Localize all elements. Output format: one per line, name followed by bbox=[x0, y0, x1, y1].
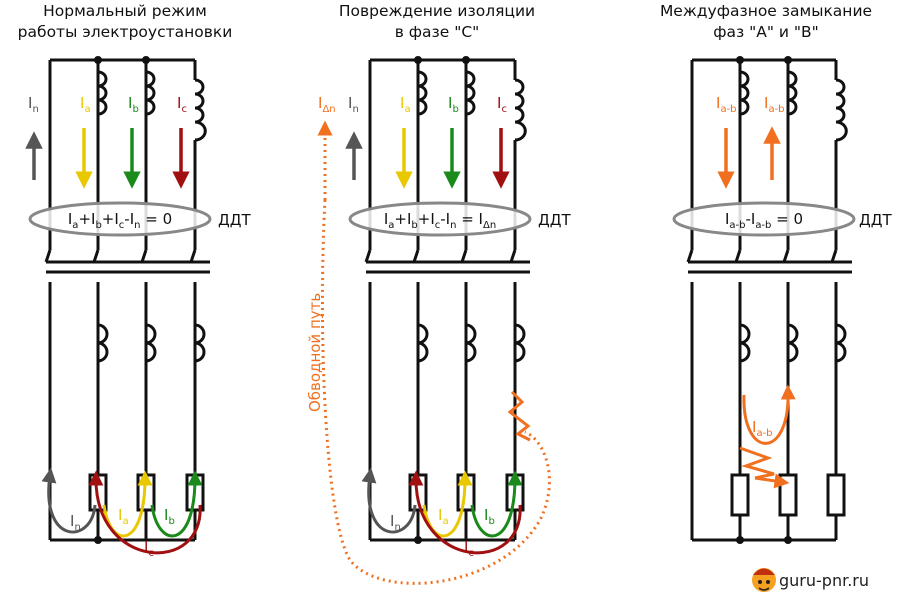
loop-ic bbox=[408, 470, 522, 555]
coil-icon bbox=[97, 70, 207, 363]
loop-ib bbox=[470, 470, 523, 538]
rcd-equation: Ia+Ib+Ic-In = 0 bbox=[68, 210, 172, 231]
junction-dot bbox=[784, 536, 792, 544]
fault-lightning-icon bbox=[739, 446, 775, 480]
load-resistor-icon bbox=[730, 473, 846, 517]
label-ic: Ic bbox=[177, 94, 187, 115]
panel-title-line1: Междуфазное замыкание bbox=[660, 2, 872, 20]
loop-label-in: In bbox=[390, 512, 401, 533]
junction-dot bbox=[784, 56, 792, 64]
loop-ic bbox=[88, 470, 202, 555]
panel-title-line1: Нормальный режим bbox=[43, 2, 207, 20]
label-iab-1: Ia-b bbox=[716, 94, 737, 115]
junction-dot bbox=[736, 536, 744, 544]
wiring bbox=[686, 58, 852, 542]
rcd-equation: Ia+Ib+Ic-In = IΔn bbox=[384, 210, 496, 231]
coil-icon bbox=[417, 70, 527, 363]
loop-ia bbox=[102, 470, 153, 538]
loop-ia bbox=[422, 470, 473, 538]
watermark-text: guru-pnr.ru bbox=[779, 571, 869, 590]
fault-lightning-icon bbox=[507, 390, 531, 442]
loop-label-ia: Ia bbox=[118, 506, 129, 527]
watermark: guru-pnr.ru bbox=[752, 568, 869, 592]
wiring bbox=[364, 58, 530, 542]
label-in: In bbox=[28, 94, 39, 115]
label-ib: Ib bbox=[128, 94, 139, 115]
junction-dot bbox=[94, 536, 102, 544]
rcd-equation: Ia-b-Ia-b = 0 bbox=[725, 210, 803, 231]
loop-label-ic: Ic bbox=[144, 538, 154, 559]
label-iab-2: Ia-b bbox=[764, 94, 785, 115]
loop-label-ib: Ib bbox=[484, 506, 495, 527]
label-ic: Ic bbox=[497, 94, 507, 115]
rcd-toroid-icon bbox=[348, 201, 532, 237]
rcd-label: ДДТ bbox=[538, 211, 571, 229]
panel-insulation-fault: Повреждение изоляции в фазе "С" bbox=[306, 2, 571, 585]
rcd-label: ДДТ bbox=[218, 211, 251, 229]
loop-label-ia: Ia bbox=[438, 506, 449, 527]
junction-dot bbox=[414, 536, 422, 544]
loop-iab bbox=[742, 384, 796, 445]
junction-dot bbox=[414, 56, 422, 64]
load-resistor-icon bbox=[88, 473, 205, 512]
label-ia: Ia bbox=[400, 94, 411, 115]
watermark-logo-icon bbox=[752, 568, 776, 592]
label-ia: Ia bbox=[80, 94, 91, 115]
panel-title-line1: Повреждение изоляции bbox=[339, 2, 535, 20]
rcd-label: ДДТ bbox=[859, 211, 892, 229]
loop-in bbox=[41, 467, 97, 534]
rcd-toroid-icon bbox=[672, 201, 856, 237]
panel-title-line2: фаз "А" и "В" bbox=[713, 23, 819, 41]
loop-label-ic: Ic bbox=[464, 538, 474, 559]
loop-label-iab: Ia-b bbox=[752, 418, 773, 439]
panel-phase-to-phase: Междуфазное замыкание фаз "А" и "В" bbox=[660, 2, 892, 544]
coil-icon bbox=[739, 70, 848, 363]
loop-label-ib: Ib bbox=[164, 506, 175, 527]
junction-dot bbox=[142, 56, 150, 64]
bypass-label: Обводной путь bbox=[306, 293, 324, 412]
panel-title-line2: работы электроустановки bbox=[18, 23, 233, 41]
junction-dot bbox=[736, 56, 744, 64]
panel-title-line2: в фазе "С" bbox=[395, 23, 480, 41]
label-idn: IΔn bbox=[318, 94, 336, 115]
label-ib: Ib bbox=[448, 94, 459, 115]
rcd-toroid-icon bbox=[28, 201, 212, 237]
wiring bbox=[44, 58, 210, 542]
label-in: In bbox=[348, 94, 359, 115]
loop-in bbox=[361, 467, 417, 534]
panel-normal: Нормальный режим работы электроустановки bbox=[18, 2, 252, 559]
fault-arrow bbox=[754, 473, 790, 489]
loop-ib bbox=[150, 470, 203, 538]
loop-label-in: In bbox=[70, 512, 81, 533]
junction-dot bbox=[94, 56, 102, 64]
load-resistor-icon bbox=[408, 473, 525, 512]
junction-dot bbox=[462, 56, 470, 64]
